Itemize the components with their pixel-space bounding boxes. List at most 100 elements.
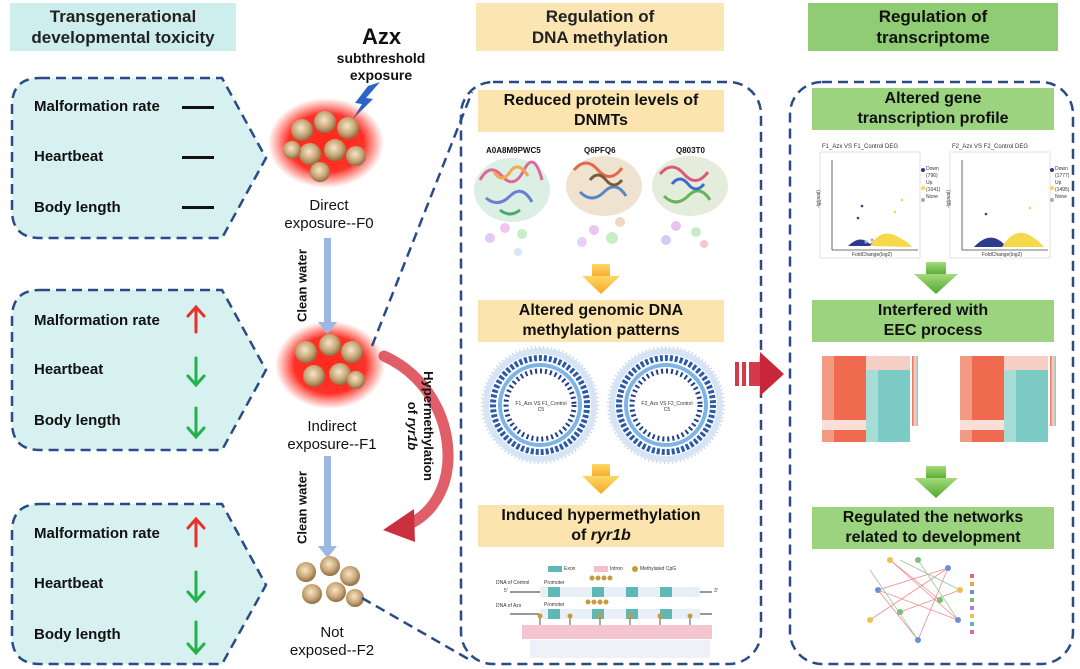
f0-embryo-cluster [268,98,384,188]
hypermethylation-gene: ryr1b [405,417,420,451]
f0-heartbeat-label: Heartbeat [34,148,104,165]
toxicity-header-line-2: developmental toxicity [31,28,215,47]
development-network-graph [867,557,974,643]
transcription-step-line-2: transcription profile [857,110,1009,127]
ryr1b-gene-diagram [510,566,712,658]
legend-methylated-cpg: Methylated CpG [640,566,677,572]
volcano-ylabel-f2: -lg(pval) [946,189,953,209]
legend-exon: Exon [564,566,576,572]
hyper-step-gene: ryr1b [590,527,631,544]
decrease-arrow-icon [186,620,206,656]
hypermethylation-step-header: Induced hypermethylation of ryr1b [478,505,724,547]
f1-stage-line-2: exposure--F1 [287,436,377,453]
increase-arrow-icon [186,304,206,334]
exposure-subtitle: subthreshold exposure [326,50,436,84]
legend-up: Up [1055,180,1062,186]
f2-stage-line-2: exposed--F2 [289,642,375,659]
protein-structure-3 [652,156,728,248]
legend-up: Up [926,180,933,186]
circos-label-f1: F1_Azx VS F1_Control C5 [515,401,567,413]
volcano-ylabel-f1: -lg(pval) [816,189,823,209]
exposure-subtitle-line-2: exposure [349,67,413,83]
three-prime-label: 3' [714,588,718,594]
down-arrow-icon [582,264,620,294]
dna-methylation-header: Regulation of DNA methylation [476,3,724,51]
legend-down-count: (1777) [1055,173,1070,179]
legend-down: Down [926,166,939,172]
f2-stage-line-1: Not [320,624,344,641]
connector-top [370,91,474,347]
protein-label-3: Q803T0 [676,146,705,155]
clean-water-label-1: Clean water [294,249,310,322]
transcription-profile-step-header: Altered gene transcription profile [812,88,1054,130]
f1-stage-line-1: Indirect [307,418,357,435]
eec-step-header: Interfered with EEC process [812,300,1054,342]
dnmt-step-line-1: Reduced protein levels of [503,92,699,109]
connector-bottom [361,596,471,662]
transcriptome-header: Regulation of transcriptome [808,3,1058,51]
protein-structure-2 [566,156,642,247]
legend-up-count: (1495) [1055,187,1070,193]
f0-stage-label: Direct exposure--F0 [266,197,392,233]
eec-step-line-1: Interfered with [877,302,989,319]
dnmt-step-header: Reduced protein levels of DNMTs [478,90,724,132]
azx-title: Azx [362,24,402,49]
f2-body-length-label: Body length [34,626,121,643]
promoter-label-1: Promoter [544,580,565,586]
eec-step-line-2: EEC process [883,322,983,339]
hyper-step-line-1: Induced hypermethylation [501,507,701,524]
dnmt-step-line-2: DNMTs [574,112,628,129]
networks-step-line-2: related to development [845,529,1021,546]
clean-water-arrow-2 [318,456,337,558]
track-azx-label: DNA of Azx [496,603,522,609]
increase-arrow-icon [186,516,206,548]
volcano-xlabel-f2: FoldChange(log2) [982,252,1023,258]
legend-down-count: (796) [926,173,938,179]
f2-heartbeat-label: Heartbeat [34,575,104,592]
networks-step-header: Regulated the networks related to develo… [812,507,1054,549]
five-prime-label: 5' [504,588,508,594]
f2-embryo-cluster [296,556,364,607]
f1-body-length-label: Body length [34,412,121,429]
genomic-step-line-1: Altered genomic DNA [518,302,684,319]
hypermethylation-of: of [405,401,420,418]
clean-water-label-2: Clean water [294,471,310,544]
f0-body-length-label: Body length [34,199,121,216]
protein-structure-1 [474,158,550,256]
legend-up-count: (1041) [926,187,941,193]
volcano-plot-f1 [819,151,925,259]
circos-plot-f1 [481,346,599,464]
hyper-step-of: of [571,527,591,544]
down-arrow-icon [582,464,620,494]
volcano-title-f2: F2_Azx VS F2_Control DEG [952,144,1029,150]
genomic-methylation-step-header: Altered genomic DNA methylation patterns [478,300,724,342]
protein-label-1: A0A8M9PWC5 [486,146,541,155]
circos-plot-f2 [607,346,725,464]
f0-malformation-label: Malformation rate [34,98,160,115]
f2-indicator-panel [10,502,268,666]
f0-stage-line-1: Direct [309,197,349,214]
transcriptome-panel [788,80,1075,666]
promoter-label-2: Promoter [544,602,565,608]
networks-step-line-1: Regulated the networks [842,509,1024,526]
hyper-step-line-2: of ryr1b [571,526,631,546]
dna-methylation-header-line-1: Regulation of [545,7,655,26]
track-control-label: DNA of Control [496,580,530,586]
heatmap-f1 [822,356,918,442]
f1-stage-label: Indirect exposure--F1 [262,418,402,454]
toxicity-header-line-1: Transgenerational [49,7,197,26]
volcano-plot-f2 [949,151,1054,259]
heatmap-f2 [960,356,1056,442]
down-arrow-icon [914,262,958,294]
legend-none: None [1055,194,1067,200]
volcano-xlabel-f1: FoldChange(log2) [852,252,893,258]
circos-label-f2: F2_Azx VS F2_Control C5 [641,401,693,413]
hypermethylation-word: Hypermethylation [421,371,436,481]
decrease-arrow-icon [186,356,206,388]
f1-embryo-cluster [275,321,385,409]
decrease-arrow-icon [186,570,206,604]
unchanged-dash-icon [182,206,214,209]
red-transition-arrow [735,352,784,396]
exposure-subtitle-line-1: subthreshold [336,50,426,66]
f1-malformation-label: Malformation rate [34,312,160,329]
